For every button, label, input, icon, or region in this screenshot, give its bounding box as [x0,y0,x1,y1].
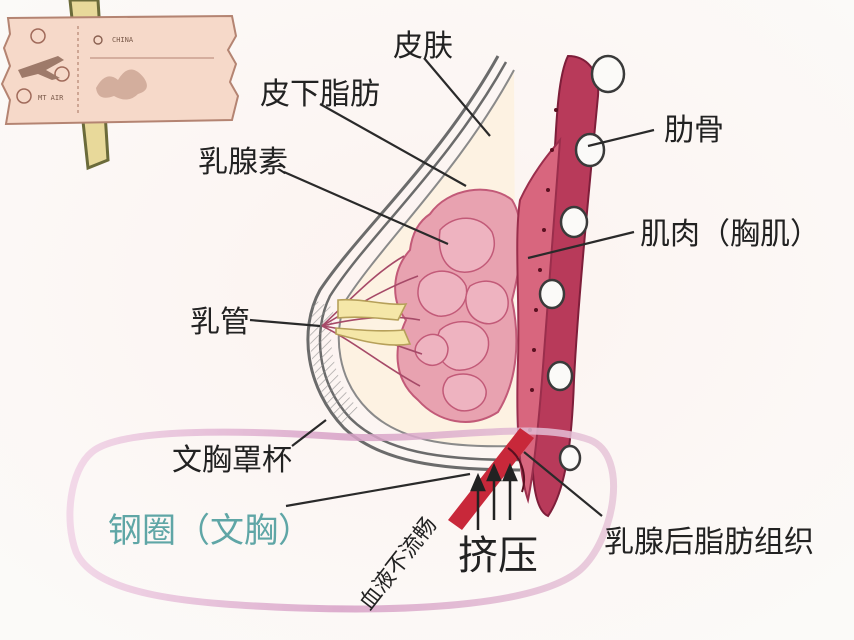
ticket-left-text: MT AIR [38,94,64,102]
label-milk-duct: 乳管 [190,305,250,340]
label-compression: 挤压 [458,533,538,579]
milk-ducts [321,255,423,387]
ticket-top-text: CHINA [112,36,134,44]
label-bra-cup: 文胸罩杯 [172,443,292,478]
compression-arrows [470,462,518,530]
label-subcutaneous-fat: 皮下脂肪 [260,77,380,112]
underwire-highlight-outline [66,427,618,613]
mammary-gland-lobes [394,188,523,423]
label-underwire: 钢圈（文胸） [108,511,312,551]
ticket-sticker: CHINA MT AIR [0,0,240,171]
leader-lines [249,57,655,517]
label-mammary-gland: 乳腺素 [198,145,288,180]
ribs [538,54,626,472]
label-retromammary-fat: 乳腺后脂肪组织 [604,525,814,560]
label-skin: 皮肤 [393,29,453,64]
label-muscle: 肌肉（胸肌） [640,217,820,252]
label-rib: 肋骨 [664,113,724,148]
